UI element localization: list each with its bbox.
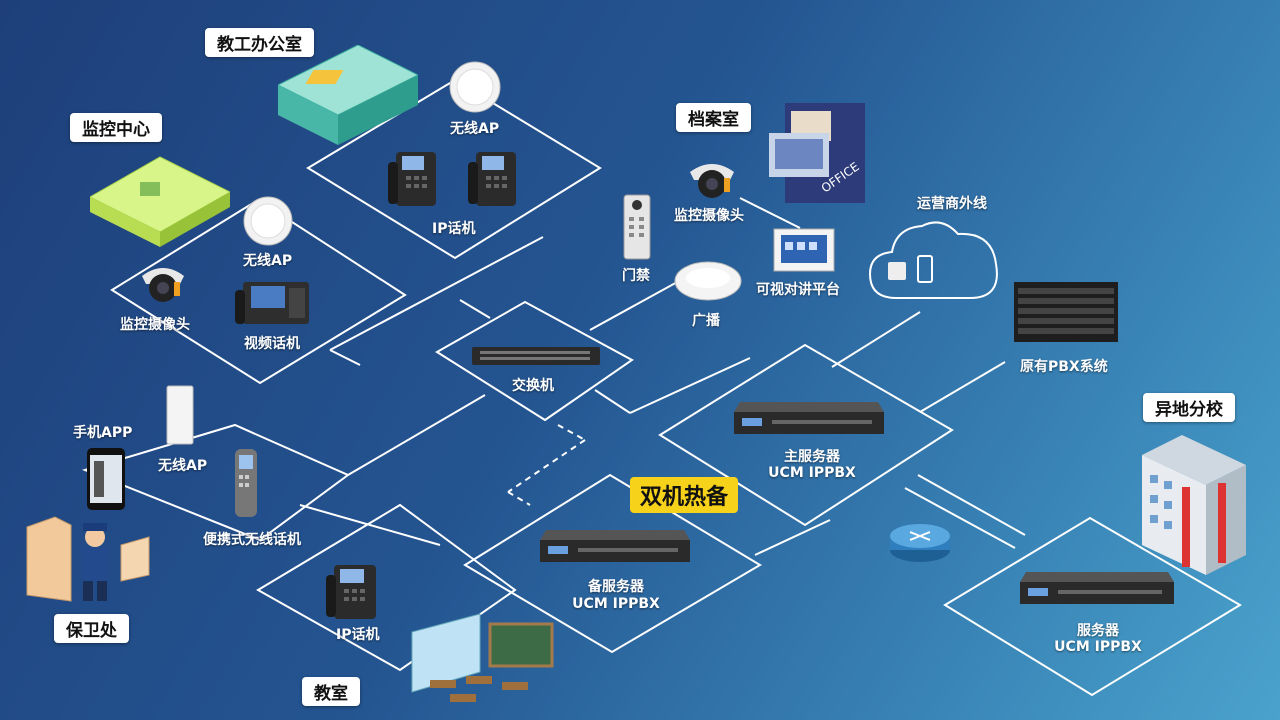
hot-standby-badge: 双机热备 xyxy=(630,477,739,513)
cloud-icon xyxy=(868,221,998,299)
label-camera-monitor: 监控摄像头 xyxy=(120,317,190,333)
zone-backup-server xyxy=(463,473,762,654)
video-intercom-icon xyxy=(773,228,835,272)
wireless-ap-icon xyxy=(166,385,194,445)
tag-staff-office: 教工办公室 xyxy=(205,28,314,57)
archive-office-icon: OFFICE xyxy=(769,103,865,203)
tag-branch-campus: 异地分校 xyxy=(1143,393,1235,422)
wireless-ap-icon xyxy=(449,61,501,113)
label-mobile-app: 手机APP xyxy=(73,425,133,441)
zone-branch-server xyxy=(943,516,1242,697)
camera-icon xyxy=(690,164,734,198)
main-server-icon xyxy=(734,402,884,434)
zone-classroom xyxy=(256,503,517,672)
label-legacy-pbx: 原有PBX系统 xyxy=(1020,359,1108,375)
legacy-pbx-icon xyxy=(1014,282,1118,342)
ip-phone-icon xyxy=(388,152,436,206)
wireless-ap-icon xyxy=(243,196,293,246)
label-video-intercom: 可视对讲平台 xyxy=(756,282,840,298)
backup-server-icon xyxy=(540,530,690,562)
label-switch: 交换机 xyxy=(512,378,554,394)
label-backup-server-model: UCM IPPBX xyxy=(572,596,660,612)
zone-switch xyxy=(435,300,634,422)
label-ap-monitor: 无线AP xyxy=(243,253,293,269)
label-ap-guard: 无线AP xyxy=(158,458,208,474)
tag-archive: 档案室 xyxy=(676,103,751,132)
label-ap-staff: 无线AP xyxy=(450,121,500,137)
camera-icon xyxy=(142,268,184,302)
tag-guard-office: 保卫处 xyxy=(54,614,129,643)
door-access-icon xyxy=(623,194,651,260)
label-main-server: 主服务器 xyxy=(784,449,840,465)
video-phone-icon xyxy=(235,282,309,324)
building-icon xyxy=(1142,435,1246,575)
label-camera-archive: 监控摄像头 xyxy=(674,208,744,224)
label-ip-phone-staff: IP话机 xyxy=(432,221,476,237)
dect-phone-icon xyxy=(235,449,257,517)
ip-phone-icon xyxy=(468,152,516,206)
zone-main-server xyxy=(658,343,954,527)
label-broadcast: 广播 xyxy=(692,313,720,329)
label-branch-server: 服务器 xyxy=(1077,623,1119,639)
label-backup-server: 备服务器 xyxy=(588,579,644,595)
tag-classroom: 教室 xyxy=(302,677,360,706)
label-video-phone: 视频话机 xyxy=(244,336,300,352)
switch-icon xyxy=(472,347,600,365)
label-door-access: 门禁 xyxy=(622,268,650,284)
office-floorplan-icon xyxy=(278,45,418,145)
branch-server-icon xyxy=(1020,572,1174,604)
label-dect-phone: 便携式无线话机 xyxy=(203,532,301,548)
zone-monitor-center xyxy=(110,198,407,385)
ip-phone-icon xyxy=(326,565,376,619)
router-icon xyxy=(890,524,950,562)
label-ip-phone-class: IP话机 xyxy=(336,627,380,643)
label-branch-server-model: UCM IPPBX xyxy=(1054,639,1142,655)
mobile-phone-icon xyxy=(87,448,125,510)
label-main-server-model: UCM IPPBX xyxy=(768,465,856,481)
guard-booth-icon xyxy=(26,516,150,602)
label-carrier-line: 运营商外线 xyxy=(917,196,987,212)
monitor-room-icon xyxy=(90,156,230,247)
tag-monitor-center: 监控中心 xyxy=(70,113,162,142)
classroom-icon xyxy=(411,613,554,702)
broadcast-speaker-icon xyxy=(674,261,742,301)
